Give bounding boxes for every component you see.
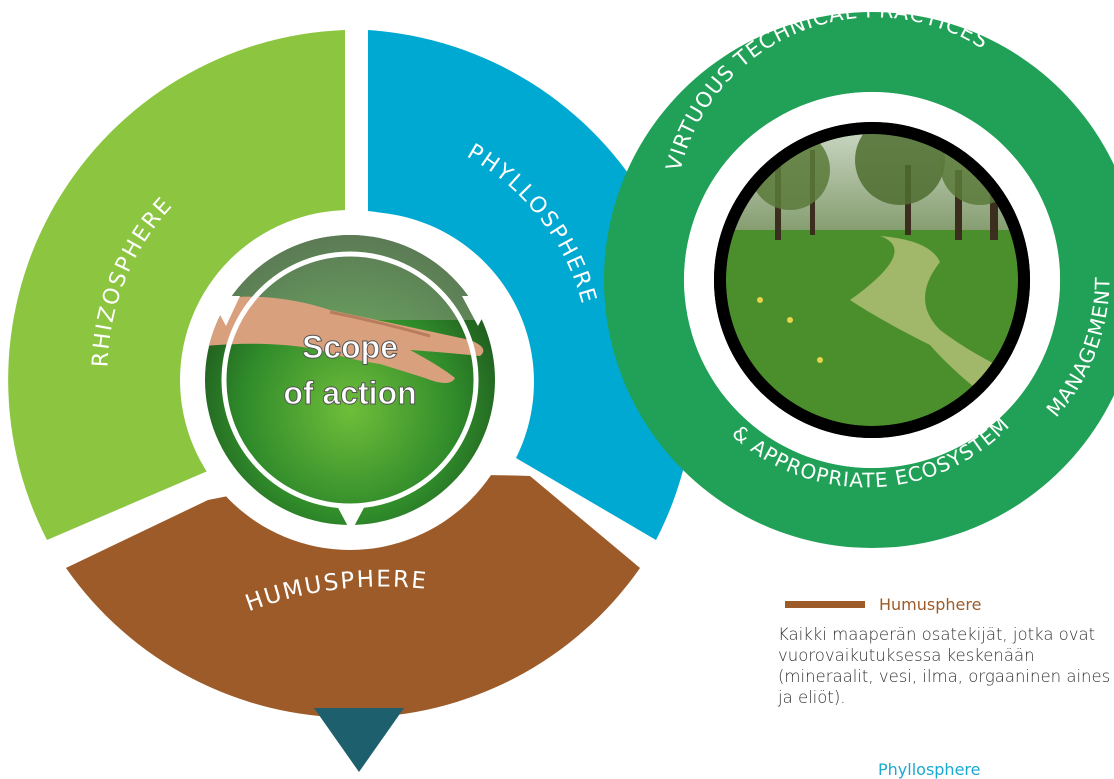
- center-title-line2: of action: [283, 375, 416, 411]
- ring-arrow-right: [462, 296, 494, 326]
- legend-title: Humusphere: [879, 594, 982, 614]
- legend-item-phyllosphere-title: Phyllosphere: [878, 760, 981, 779]
- legend-swatch: [785, 600, 865, 608]
- center-title-line1: Scope: [302, 329, 398, 365]
- ring-arrow-bottom: [336, 504, 366, 532]
- down-arrow: [314, 708, 404, 772]
- ring-arrow-left: [210, 296, 240, 326]
- practices-badge: VIRTUOUS TECHNICAL PRACTICES MANAGEMENT …: [603, 0, 1114, 548]
- rhizosphere-segment[interactable]: [8, 30, 346, 540]
- legend-description: Kaikki maaperän osatekijät, jotka ovat v…: [778, 625, 1111, 707]
- phyllosphere-segment[interactable]: [368, 30, 696, 540]
- legend: Humusphere Kaikki maaperän osatekijät, j…: [778, 592, 1114, 708]
- wheel: RHIZOSPHERE PHYLLOSPHERE HUMUSPHERE Scop…: [8, 30, 696, 718]
- legend-item-humusphere: Humusphere: [785, 592, 1114, 616]
